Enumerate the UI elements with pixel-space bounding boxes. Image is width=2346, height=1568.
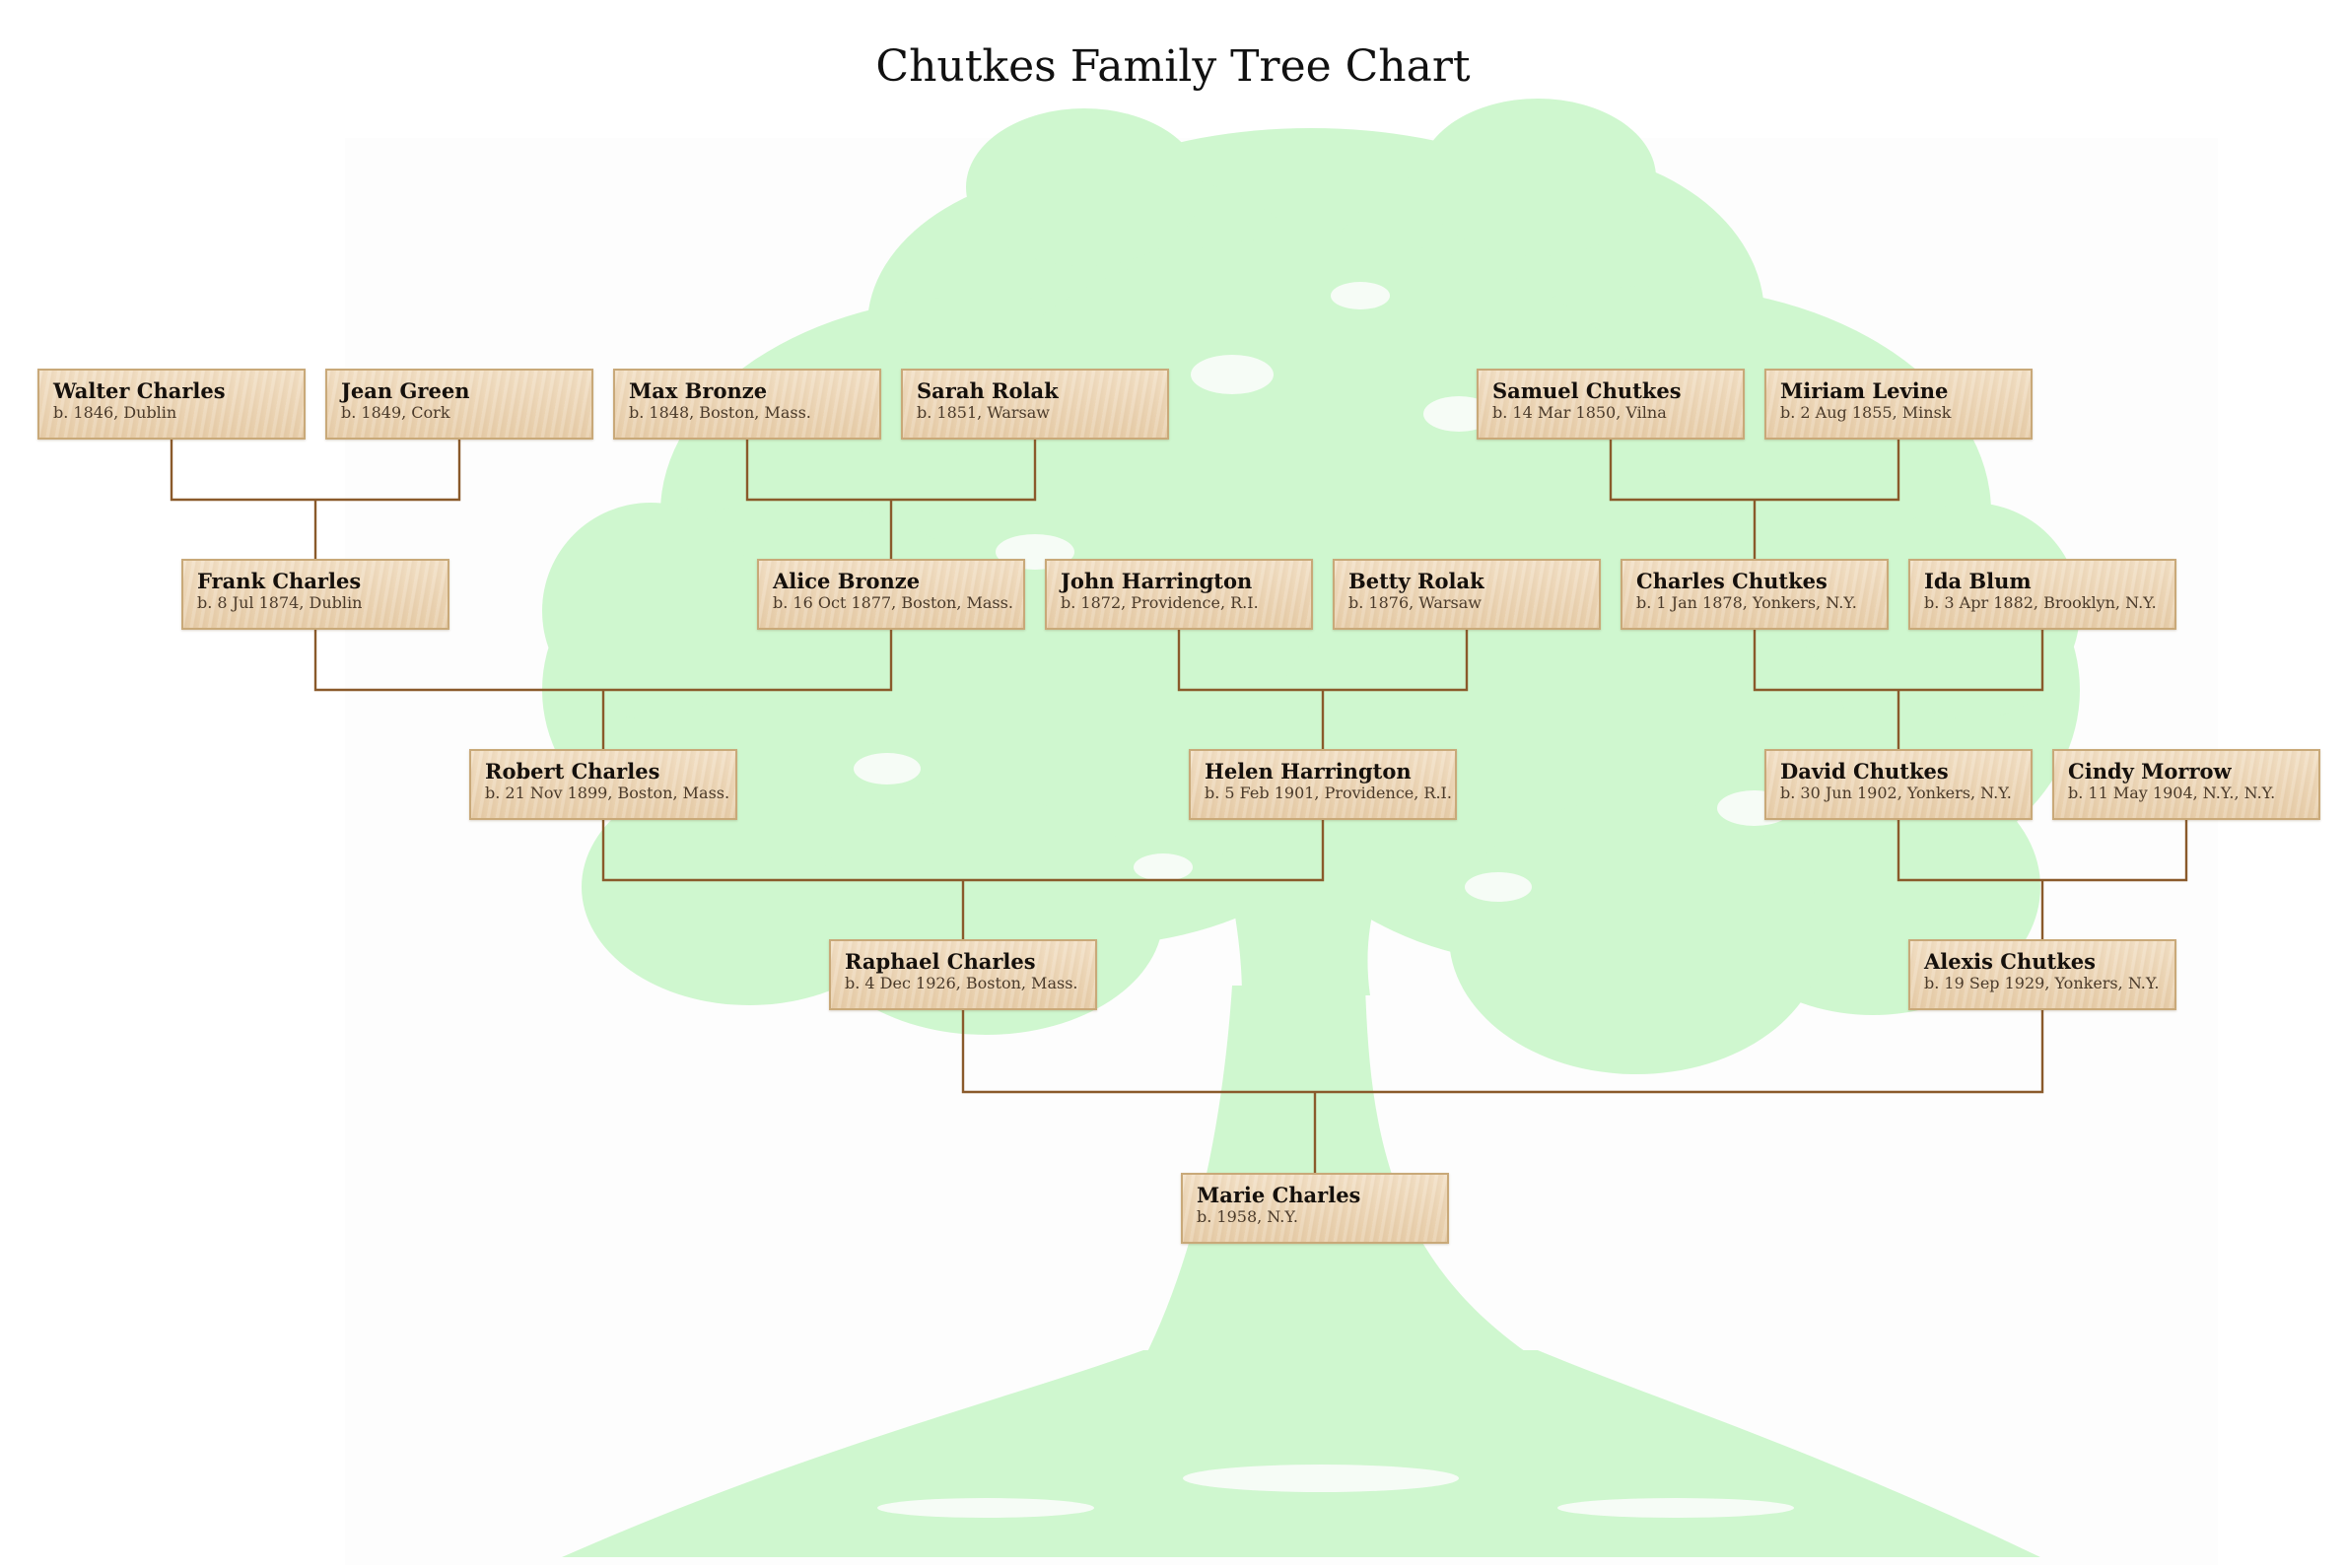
person-birth: b. 30 Jun 1902, Yonkers, N.Y.: [1780, 784, 2012, 802]
connector-raphael-charles: [601, 820, 1325, 939]
person-birth: b. 1849, Cork: [341, 403, 450, 422]
person-birth: b. 1876, Warsaw: [1348, 593, 1482, 612]
person-card-john-harrington[interactable]: John Harrington b. 1872, Providence, R.I…: [1045, 559, 1313, 630]
person-birth: b. 1872, Providence, R.I.: [1061, 593, 1259, 612]
connector-frank-charles: [170, 440, 461, 559]
person-name: Walter Charles: [53, 378, 226, 403]
person-birth: b. 1958, N.Y.: [1197, 1207, 1298, 1226]
person-card-cindy-morrow[interactable]: Cindy Morrow b. 11 May 1904, N.Y., N.Y.: [2052, 749, 2320, 820]
person-name: Jean Green: [341, 378, 470, 403]
chart-title: Chutkes Family Tree Chart: [875, 41, 1471, 92]
person-name: Raphael Charles: [845, 949, 1036, 974]
person-birth: b. 5 Feb 1901, Providence, R.I.: [1205, 784, 1452, 802]
person-name: Robert Charles: [485, 759, 660, 784]
person-birth: b. 2 Aug 1855, Minsk: [1780, 403, 1952, 422]
person-birth: b. 14 Mar 1850, Vilna: [1492, 403, 1667, 422]
person-birth: b. 1851, Warsaw: [917, 403, 1050, 422]
person-birth: b. 21 Nov 1899, Boston, Mass.: [485, 784, 730, 802]
connector-charles-chutkes: [1609, 440, 1900, 559]
person-card-walter-charles[interactable]: Walter Charles b. 1846, Dublin: [37, 369, 306, 440]
person-name: Sarah Rolak: [917, 378, 1059, 403]
person-name: Max Bronze: [629, 378, 768, 403]
person-name: Charles Chutkes: [1636, 569, 1828, 593]
connector-alexis-chutkes: [1897, 820, 2188, 939]
person-card-marie-charles[interactable]: Marie Charles b. 1958, N.Y.: [1181, 1173, 1449, 1244]
connector-robert-charles: [313, 630, 893, 749]
person-name: Alexis Chutkes: [1924, 949, 2096, 974]
person-name: Marie Charles: [1197, 1183, 1361, 1207]
person-birth: b. 1848, Boston, Mass.: [629, 403, 811, 422]
person-birth: b. 19 Sep 1929, Yonkers, N.Y.: [1924, 974, 2160, 992]
person-card-max-bronze[interactable]: Max Bronze b. 1848, Boston, Mass.: [613, 369, 881, 440]
person-name: John Harrington: [1061, 569, 1253, 593]
person-card-helen-harrington[interactable]: Helen Harrington b. 5 Feb 1901, Providen…: [1189, 749, 1457, 820]
person-birth: b. 4 Dec 1926, Boston, Mass.: [845, 974, 1078, 992]
person-card-miriam-levine[interactable]: Miriam Levine b. 2 Aug 1855, Minsk: [1764, 369, 2033, 440]
person-birth: b. 1846, Dublin: [53, 403, 177, 422]
person-name: Ida Blum: [1924, 569, 2032, 593]
person-birth: b. 1 Jan 1878, Yonkers, N.Y.: [1636, 593, 1857, 612]
person-card-robert-charles[interactable]: Robert Charles b. 21 Nov 1899, Boston, M…: [469, 749, 737, 820]
person-name: Betty Rolak: [1348, 569, 1484, 593]
person-birth: b. 16 Oct 1877, Boston, Mass.: [773, 593, 1013, 612]
person-name: Frank Charles: [197, 569, 362, 593]
person-card-alice-bronze[interactable]: Alice Bronze b. 16 Oct 1877, Boston, Mas…: [757, 559, 1025, 630]
person-name: Cindy Morrow: [2068, 759, 2232, 784]
person-card-raphael-charles[interactable]: Raphael Charles b. 4 Dec 1926, Boston, M…: [829, 939, 1097, 1010]
person-birth: b. 3 Apr 1882, Brooklyn, N.Y.: [1924, 593, 2157, 612]
connector-marie-charles: [961, 1010, 2044, 1173]
person-card-sarah-rolak[interactable]: Sarah Rolak b. 1851, Warsaw: [901, 369, 1169, 440]
person-name: Samuel Chutkes: [1492, 378, 1682, 403]
person-card-ida-blum[interactable]: Ida Blum b. 3 Apr 1882, Brooklyn, N.Y.: [1908, 559, 2176, 630]
connector-david-chutkes: [1753, 630, 2044, 749]
person-name: Miriam Levine: [1780, 378, 1949, 403]
person-card-charles-chutkes[interactable]: Charles Chutkes b. 1 Jan 1878, Yonkers, …: [1621, 559, 1889, 630]
person-name: David Chutkes: [1780, 759, 1949, 784]
person-card-betty-rolak[interactable]: Betty Rolak b. 1876, Warsaw: [1333, 559, 1601, 630]
person-birth: b. 8 Jul 1874, Dublin: [197, 593, 363, 612]
person-birth: b. 11 May 1904, N.Y., N.Y.: [2068, 784, 2276, 802]
person-name: Alice Bronze: [773, 569, 921, 593]
person-card-david-chutkes[interactable]: David Chutkes b. 30 Jun 1902, Yonkers, N…: [1764, 749, 2033, 820]
connector-helen-harrington: [1177, 630, 1469, 749]
person-card-samuel-chutkes[interactable]: Samuel Chutkes b. 14 Mar 1850, Vilna: [1477, 369, 1745, 440]
person-card-frank-charles[interactable]: Frank Charles b. 8 Jul 1874, Dublin: [181, 559, 449, 630]
connector-alice-bronze: [745, 440, 1037, 559]
person-card-jean-green[interactable]: Jean Green b. 1849, Cork: [325, 369, 593, 440]
person-card-alexis-chutkes[interactable]: Alexis Chutkes b. 19 Sep 1929, Yonkers, …: [1908, 939, 2176, 1010]
person-name: Helen Harrington: [1205, 759, 1412, 784]
